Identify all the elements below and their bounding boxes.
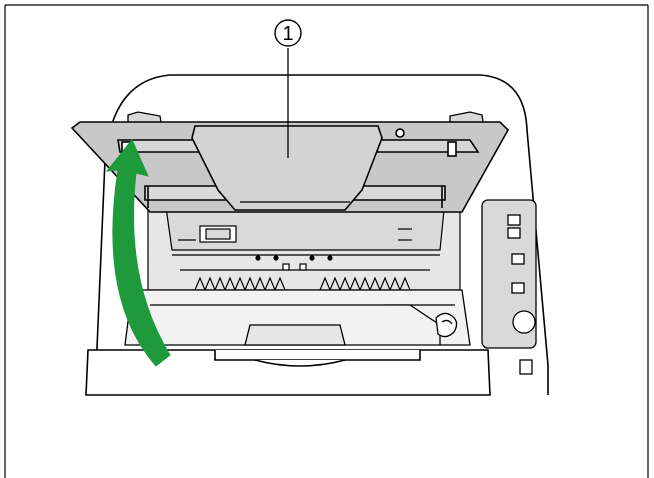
inner-cavity bbox=[147, 190, 461, 292]
callout-number: 1 bbox=[282, 23, 293, 45]
release-lever bbox=[435, 312, 458, 338]
callout-1: 1 bbox=[274, 19, 302, 158]
control-panel bbox=[481, 199, 537, 375]
callout-circle bbox=[274, 19, 302, 47]
drum-bay bbox=[124, 289, 471, 346]
frame bbox=[4, 4, 649, 478]
roller-teeth bbox=[194, 276, 411, 292]
top-cover bbox=[70, 121, 509, 213]
front-tray bbox=[85, 349, 491, 396]
lift-arrow bbox=[105, 139, 171, 367]
